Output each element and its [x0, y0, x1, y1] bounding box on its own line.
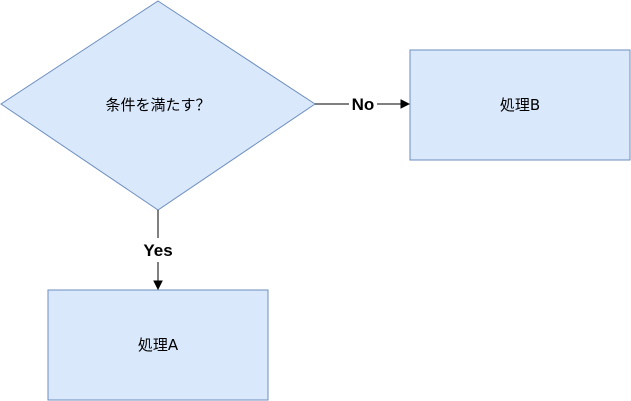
no-edge-label: No [352, 95, 375, 114]
decision-node[interactable]: 条件を満たす？ [0, 0, 316, 211]
yes-edge-label: Yes [143, 241, 172, 260]
process-b-label: 処理B [500, 96, 540, 114]
decision-label: 条件を満たす？ [105, 96, 210, 114]
process-a-rect [47, 289, 269, 401]
no-edge[interactable]: No [315, 95, 409, 114]
process-b-rect [409, 49, 631, 161]
process-a-label: 処理A [138, 336, 179, 354]
yes-edge[interactable]: Yes [143, 210, 173, 289]
process-a-node[interactable]: 処理A [47, 289, 269, 401]
process-b-node[interactable]: 処理B [409, 49, 631, 161]
